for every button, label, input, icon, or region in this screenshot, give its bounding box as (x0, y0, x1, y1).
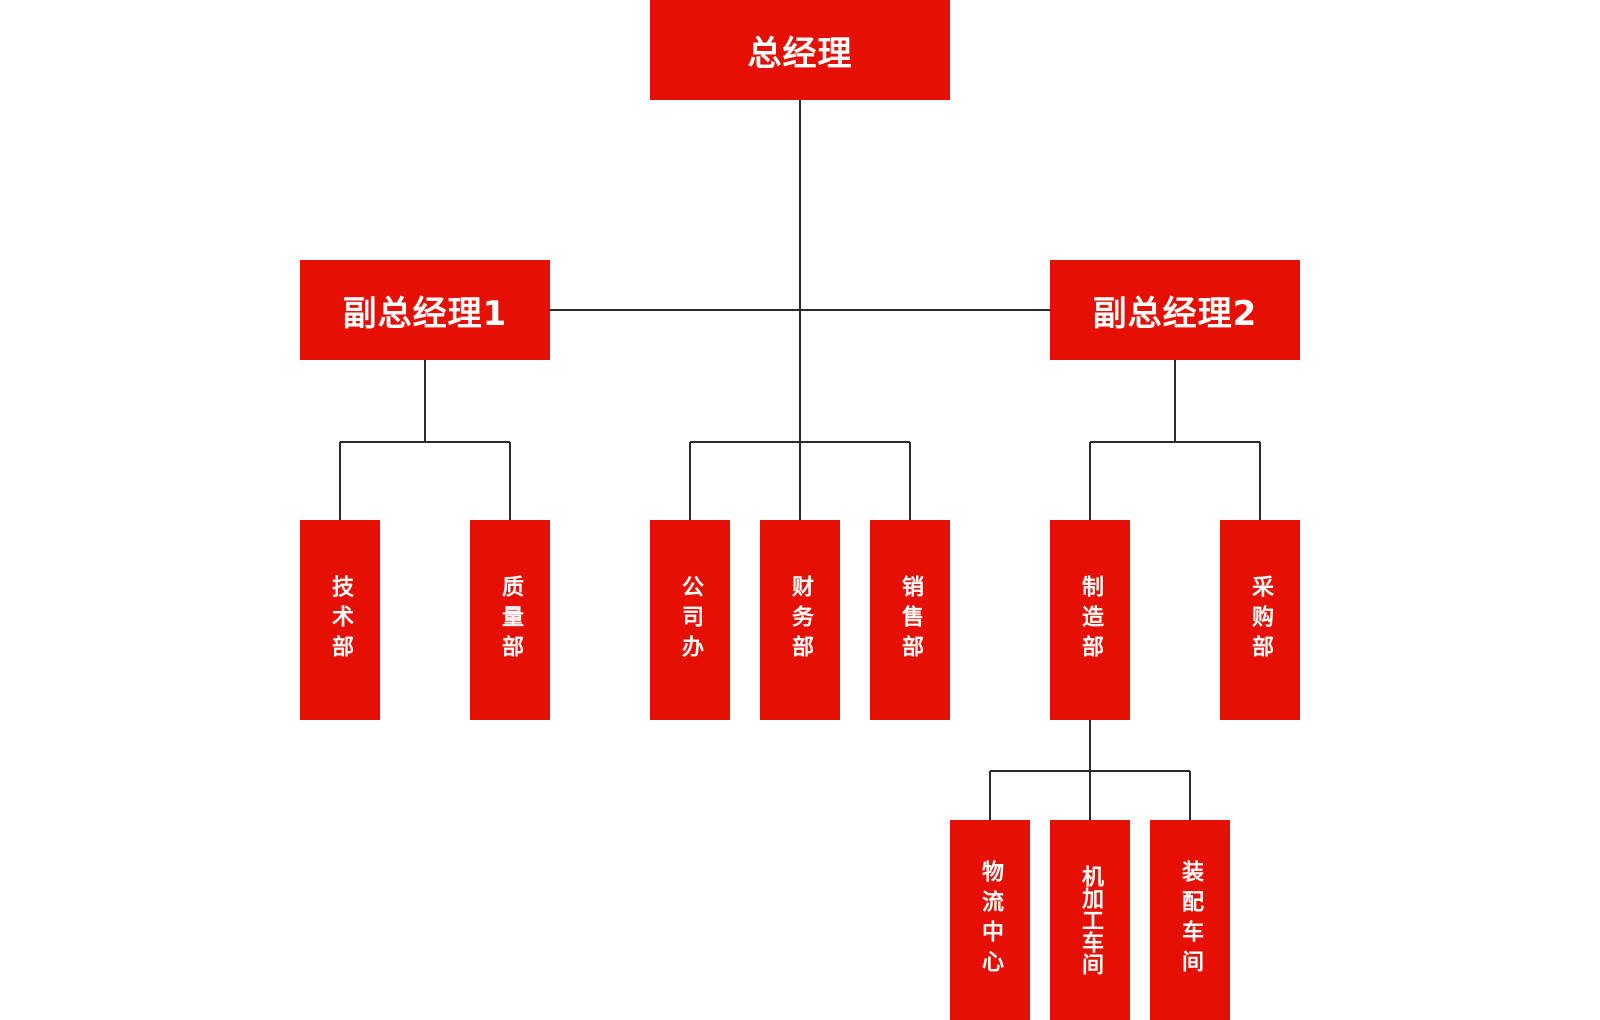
node-finance-dept-label: 财务部 (788, 575, 813, 665)
node-sales-dept-label: 销售部 (898, 575, 923, 665)
node-deputy-gm-2-label: 副总经理2 (1092, 293, 1258, 334)
node-technology-dept-label: 技术部 (328, 575, 353, 665)
node-general-manager: 总经理 (650, 0, 950, 100)
node-deputy-gm-1-label: 副总经理1 (342, 293, 508, 334)
node-deputy-gm-2: 副总经理2 (1050, 260, 1300, 360)
node-manufacturing-dept-label: 制造部 (1078, 575, 1103, 665)
node-assembly-workshop-label: 装配车间 (1178, 860, 1203, 980)
node-technology-dept: 技术部 (300, 520, 380, 720)
node-finance-dept: 财务部 (760, 520, 840, 720)
node-purchasing-dept: 采购部 (1220, 520, 1300, 720)
node-machining-workshop: 机加工车间 (1050, 820, 1130, 1020)
node-logistics-center: 物流中心 (950, 820, 1030, 1020)
node-sales-dept: 销售部 (870, 520, 950, 720)
node-assembly-workshop: 装配车间 (1150, 820, 1230, 1020)
node-company-office: 公司办 (650, 520, 730, 720)
node-quality-dept-label: 质量部 (498, 575, 523, 665)
node-logistics-center-label: 物流中心 (978, 860, 1003, 980)
node-company-office-label: 公司办 (678, 575, 703, 665)
node-manufacturing-dept: 制造部 (1050, 520, 1130, 720)
node-purchasing-dept-label: 采购部 (1248, 575, 1273, 665)
node-general-manager-label: 总经理 (747, 33, 853, 74)
node-machining-workshop-label: 机加工车间 (1078, 865, 1103, 975)
node-deputy-gm-1: 副总经理1 (300, 260, 550, 360)
node-quality-dept: 质量部 (470, 520, 550, 720)
